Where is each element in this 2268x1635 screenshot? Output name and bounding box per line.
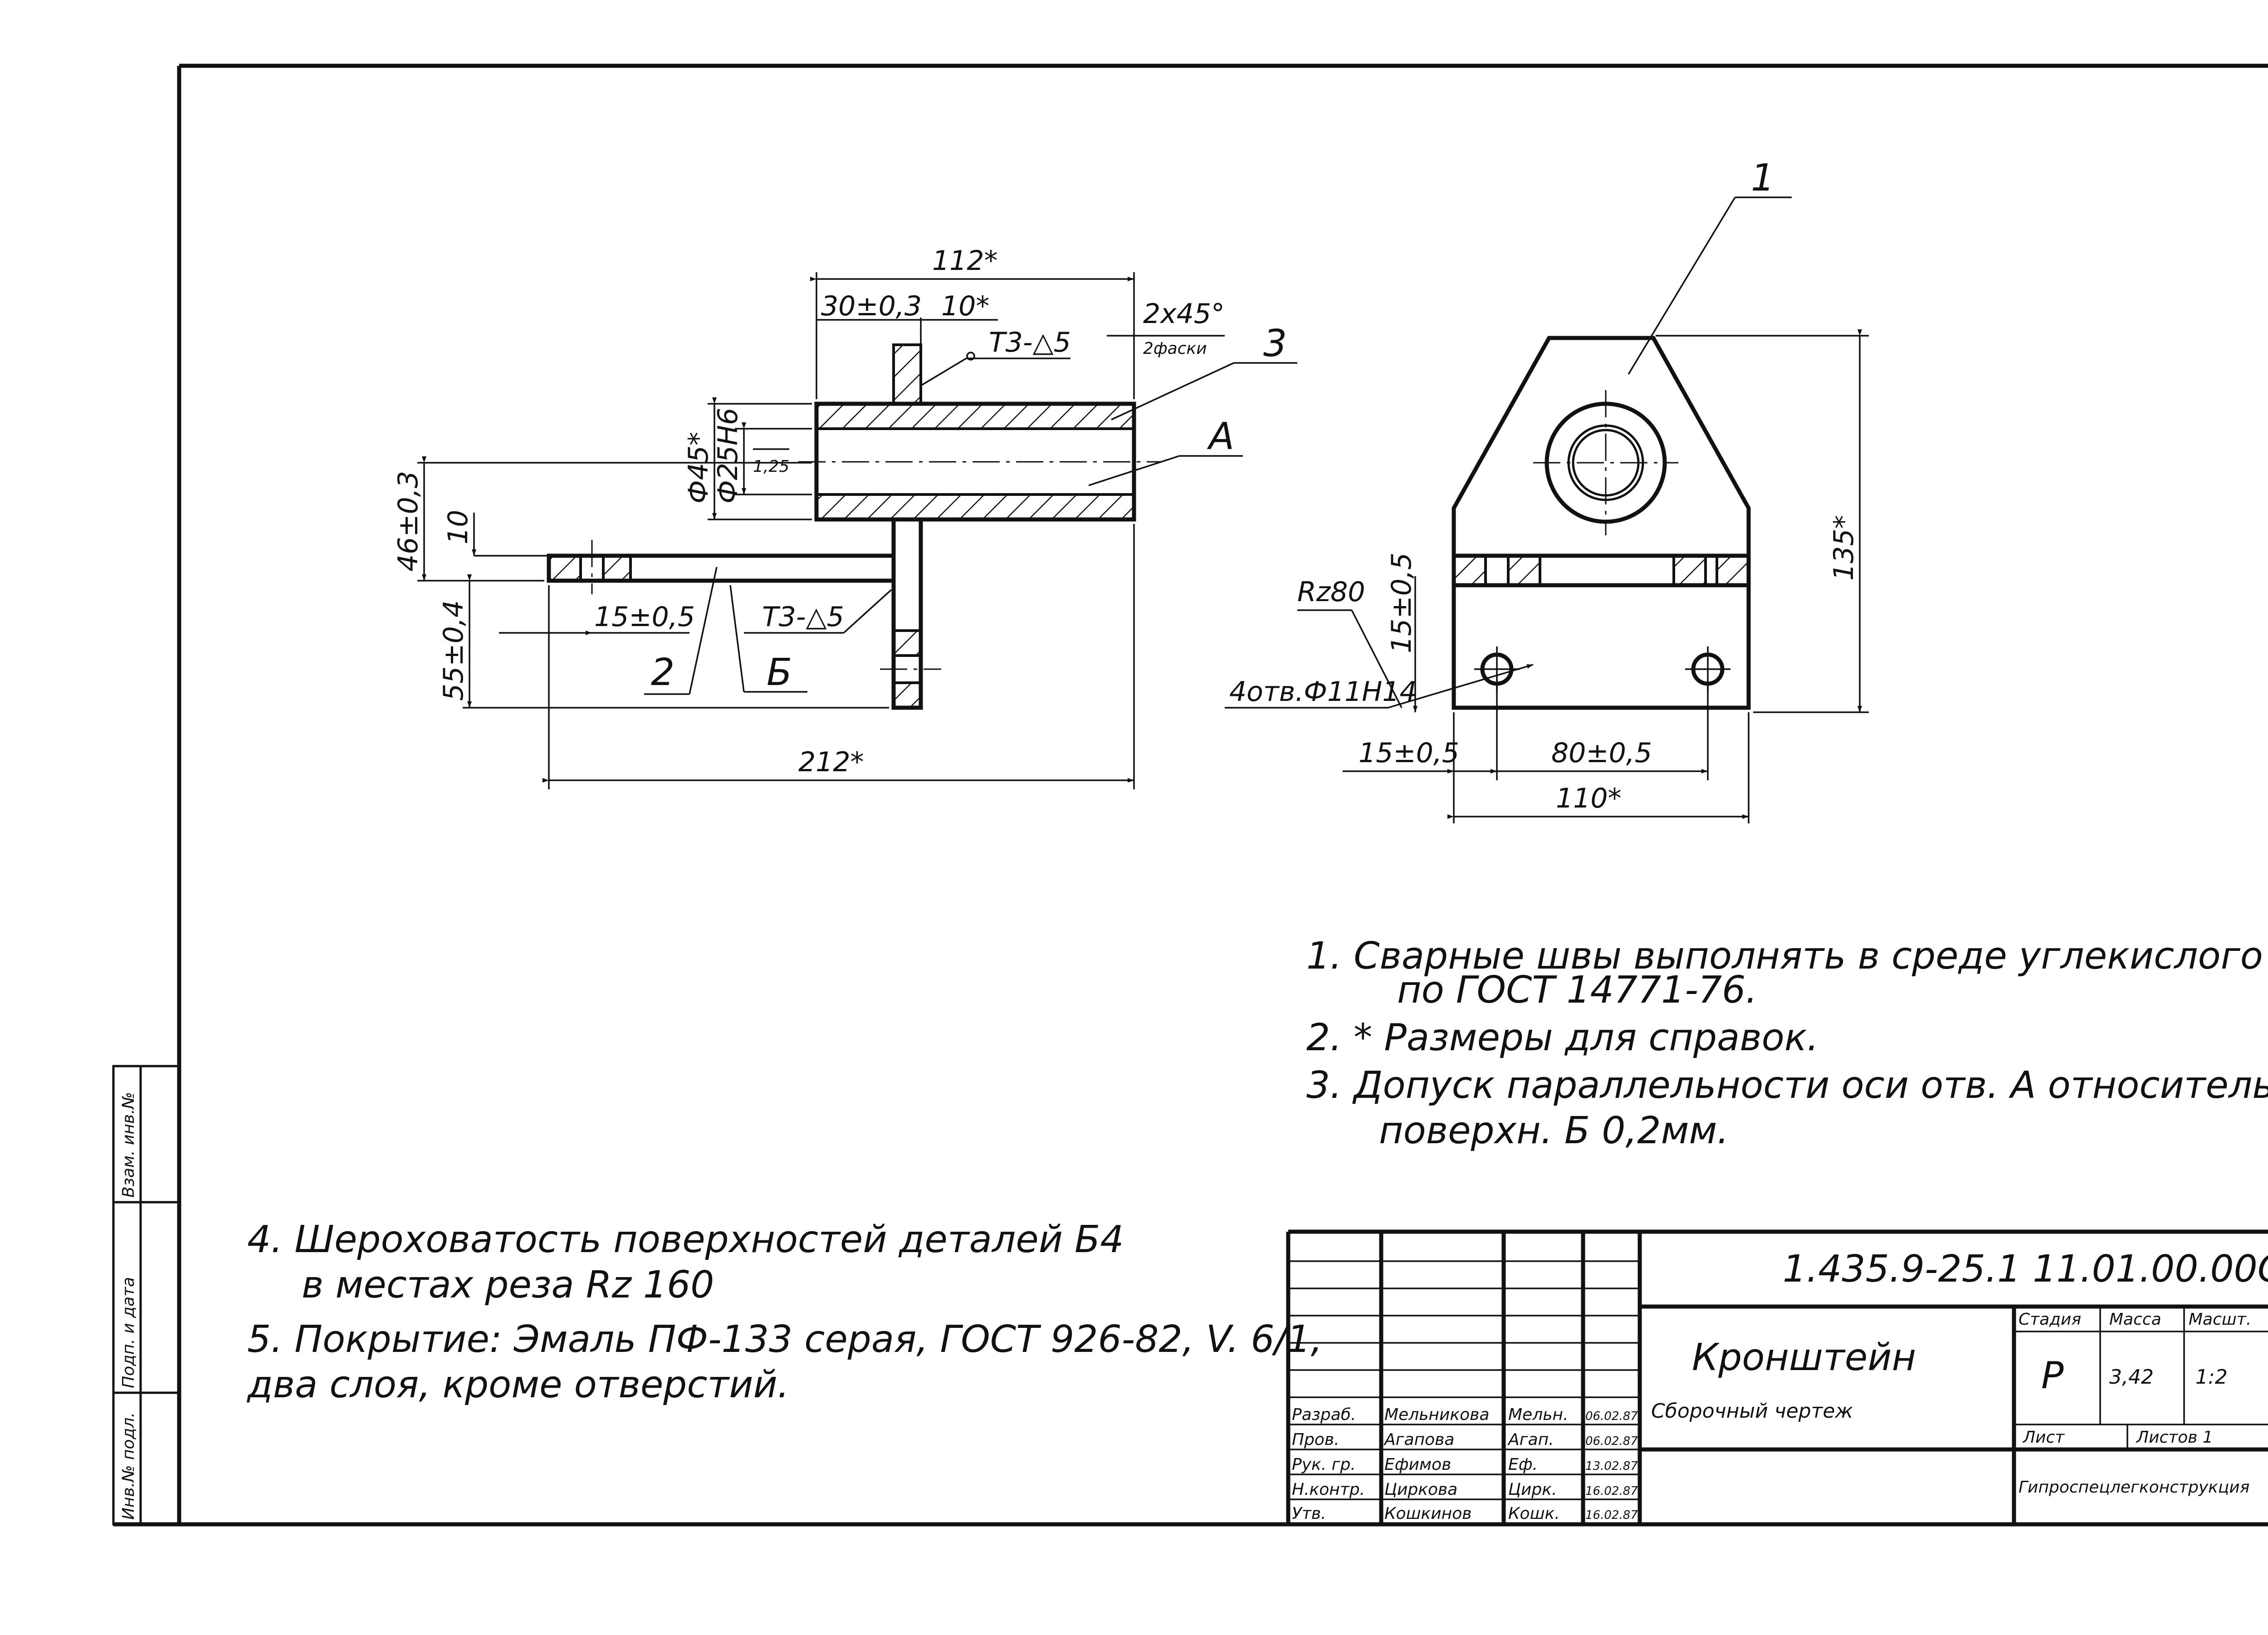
- note-5-cont: два слоя, кроме отверстий.: [246, 1363, 789, 1406]
- base-plate: [547, 553, 896, 583]
- sign-row-1: Разраб. Мельникова Мельн. 06.02.87: [1292, 1405, 1638, 1424]
- note-1-cont: по ГОСТ 14771-76.: [1397, 969, 1757, 1012]
- dim-d25: Ф25Н6: [712, 408, 744, 504]
- doc-code: 1.435.9-25.1 11.01.00.00СБ: [1783, 1248, 2268, 1291]
- svg-text:Кошкинов: Кошкинов: [1384, 1504, 1471, 1523]
- note-2: 2. * Размеры для справок.: [1306, 1016, 1818, 1059]
- svg-text:06.02.87: 06.02.87: [1585, 1434, 1638, 1448]
- dim-d45: Ф45*: [683, 432, 714, 504]
- right-view: 1 135* Rz80 15±0,5 4отв.Ф11Н14 15±0,5 80…: [1225, 157, 1869, 823]
- svg-text:Пров.: Пров.: [1292, 1430, 1339, 1449]
- weld-bottom: Т3-△5: [762, 601, 844, 633]
- note-1: 1. Сварные швы выполнять в среде углекис…: [1306, 935, 2268, 978]
- svg-text:Ефимов: Ефимов: [1384, 1455, 1451, 1474]
- dim-10: 10*: [941, 290, 989, 322]
- svg-text:Еф.: Еф.: [1508, 1455, 1538, 1474]
- plate-upper: [892, 343, 922, 405]
- callout-3: 3: [1263, 322, 1287, 365]
- stage-value: Р: [2041, 1354, 2064, 1397]
- dim-15h: 15±0,5: [1359, 737, 1459, 769]
- chamfer-count: 2фаски: [1143, 339, 1207, 358]
- dim-10v: 10: [442, 510, 474, 544]
- left-view: 112* 30±0,3 10* Т3-△5 2х45° 2фаски 3 А Ф…: [392, 245, 1297, 789]
- chamfer-size: 2х45°: [1143, 298, 1225, 330]
- doc-type: Сборочный чертеж: [1651, 1400, 1853, 1423]
- note-4: 4. Шероховатость поверхностей деталей Б4: [247, 1218, 1124, 1261]
- part-name: Кронштейн: [1692, 1336, 1916, 1379]
- sign-row-2: Пров. Агапова Агап. 06.02.87: [1292, 1430, 1638, 1449]
- sheet-label: Лист: [2022, 1428, 2065, 1447]
- weld-top: Т3-△5: [989, 327, 1071, 358]
- note-4-cont: в местах реза Rz 160: [302, 1263, 714, 1307]
- dim-15v: 15±0,5: [1386, 553, 1418, 653]
- dim-80: 80±0,5: [1551, 737, 1652, 769]
- dim-46: 46±0,3: [392, 471, 424, 572]
- tube-top-wall: [815, 402, 1135, 430]
- mass-label: Масса: [2109, 1310, 2161, 1329]
- rz80: Rz80: [1297, 576, 1365, 608]
- sheets-label: Листов 1: [2136, 1428, 2213, 1447]
- notes-left: 4. Шероховатость поверхностей деталей Б4…: [246, 1218, 1323, 1406]
- note-3: 3. Допуск параллельности оси отв. А отно…: [1306, 1064, 2268, 1107]
- bracket-body: [1452, 336, 1751, 710]
- side-stamp-repl: Взам. инв.№: [119, 1092, 138, 1198]
- svg-text:Кошк.: Кошк.: [1508, 1504, 1560, 1523]
- dim-110: 110*: [1556, 783, 1622, 814]
- svg-text:Рук. гр.: Рук. гр.: [1292, 1455, 1356, 1474]
- svg-text:13.02.87: 13.02.87: [1585, 1459, 1638, 1473]
- dim-55: 55±0,4: [438, 600, 469, 701]
- note-5: 5. Покрытие: Эмаль ПФ-133 серая, ГОСТ 92…: [247, 1318, 1323, 1361]
- scale-label: Масшт.: [2189, 1310, 2251, 1329]
- svg-text:Мельникова: Мельникова: [1384, 1405, 1489, 1424]
- svg-text:Утв.: Утв.: [1292, 1504, 1326, 1523]
- sign-row-5: Утв. Кошкинов Кошк. 16.02.87: [1292, 1504, 1638, 1523]
- svg-text:16.02.87: 16.02.87: [1585, 1508, 1638, 1522]
- svg-text:Н.контр.: Н.контр.: [1292, 1480, 1365, 1499]
- svg-text:Цирк.: Цирк.: [1508, 1480, 1557, 1499]
- scale-value: 1:2: [2195, 1366, 2228, 1389]
- callout-1: 1: [1751, 157, 1774, 200]
- dim-15: 15±0,5: [594, 601, 695, 633]
- svg-text:Агап.: Агап.: [1507, 1430, 1554, 1449]
- svg-text:16.02.87: 16.02.87: [1585, 1484, 1638, 1498]
- callout-B: Б: [767, 651, 792, 694]
- svg-text:Агапова: Агапова: [1383, 1430, 1454, 1449]
- organization: Гипроспецлегконструкция: [2019, 1478, 2249, 1497]
- sign-row-4: Н.контр. Циркова Цирк. 16.02.87: [1292, 1480, 1638, 1499]
- svg-text:Циркова: Циркова: [1384, 1480, 1457, 1499]
- note-3-cont: поверхн. Б 0,2мм.: [1379, 1109, 1729, 1152]
- dim-212: 212*: [798, 746, 864, 778]
- dim-125: 1,25: [753, 457, 789, 476]
- tube-bottom-wall: [815, 493, 1135, 521]
- side-stamp-sign: Подп. и дата: [119, 1277, 138, 1388]
- holes-note: 4отв.Ф11Н14: [1229, 676, 1417, 708]
- side-stamp: Инв.№ подл. Подп. и дата Взам. инв.№: [112, 1065, 181, 1526]
- notes-right: 1. Сварные швы выполнять в среде углекис…: [1306, 935, 2268, 1152]
- dim-135: 135*: [1828, 515, 1860, 581]
- side-stamp-inv: Инв.№ подл.: [119, 1412, 138, 1520]
- svg-text:Мельн.: Мельн.: [1508, 1405, 1568, 1424]
- callout-A: А: [1207, 415, 1234, 458]
- mass-value: 3,42: [2109, 1366, 2154, 1389]
- svg-text:06.02.87: 06.02.87: [1585, 1410, 1638, 1423]
- dim-30: 30±0,3: [821, 290, 922, 322]
- sign-row-3: Рук. гр. Ефимов Еф. 13.02.87: [1292, 1455, 1638, 1474]
- svg-text:Разраб.: Разраб.: [1292, 1405, 1356, 1424]
- dim-112: 112*: [932, 245, 998, 277]
- callout-2: 2: [651, 651, 675, 694]
- title-block: 1.435.9-25.1 11.01.00.00СБ Кронштейн Сбо…: [1286, 1229, 2268, 1524]
- stage-label: Стадия: [2019, 1310, 2081, 1329]
- plate-lower: [891, 517, 923, 710]
